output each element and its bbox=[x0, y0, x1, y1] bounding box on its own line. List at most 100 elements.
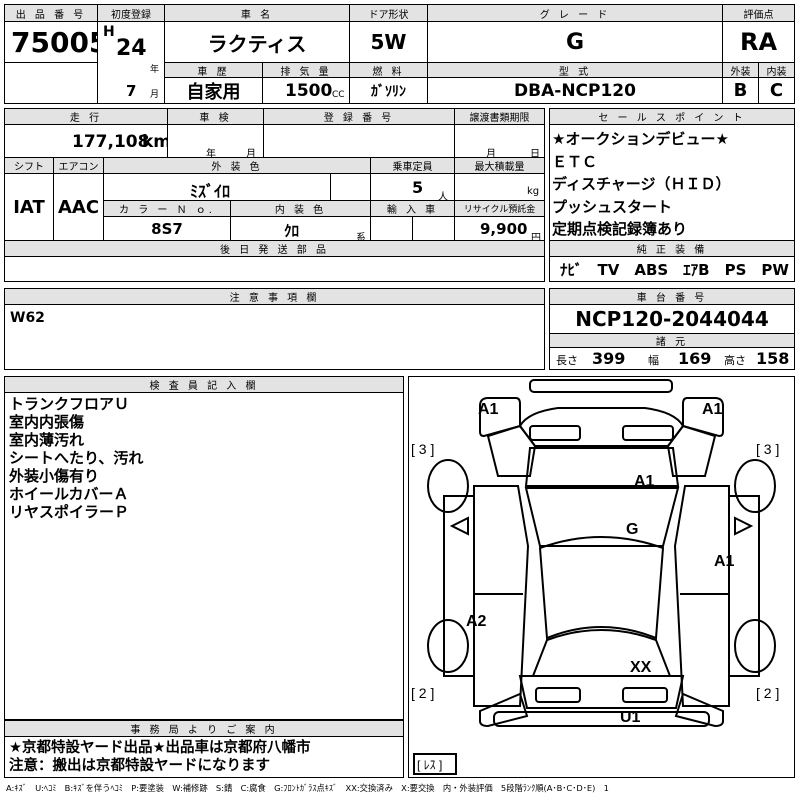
model-value: DBA-NCP120 bbox=[427, 77, 723, 104]
inspector-note: リヤスポイラーＰ bbox=[9, 503, 130, 521]
interior-color-box bbox=[230, 216, 371, 241]
rear-window bbox=[531, 629, 672, 677]
transfer-month-unit: 月 bbox=[486, 149, 496, 160]
office-header: 事 務 局 よ り ご 案 内 bbox=[4, 720, 404, 737]
interior-color-header: 内 装 色 bbox=[230, 200, 371, 217]
damage-diagram-section bbox=[408, 376, 795, 778]
office-note: 注意：搬出は京都特設ヤードになります bbox=[9, 758, 270, 774]
inspector-note: 室内薄汚れ bbox=[9, 431, 85, 449]
tire-depth-rear-left: [ 2 ] bbox=[411, 685, 434, 701]
interior-color-value: ｸﾛ bbox=[284, 222, 300, 240]
score-value: RA bbox=[722, 21, 795, 63]
damage-label-right-door: A1 bbox=[714, 553, 735, 570]
capacity-value: 5 bbox=[412, 178, 424, 197]
spare-tire-label: [ ﾚｽ ] bbox=[417, 758, 442, 772]
max-load-header: 最大積載量 bbox=[454, 157, 545, 174]
office-note: ★京都特設ヤード出品★出品車は京都府八幡市 bbox=[9, 740, 311, 756]
interior-grade-value: C bbox=[758, 77, 795, 104]
history-value: 自家用 bbox=[164, 77, 263, 104]
fuel-header: 燃 料 bbox=[349, 62, 428, 78]
later-parts-header: 後 日 発 送 部 品 bbox=[4, 240, 545, 257]
inspector-notes-list: トランクフロアＵ 室内内張傷 室内薄汚れ シートへたり、汚れ 外装小傷有り ホイ… bbox=[9, 395, 399, 521]
equipment-header: 純 正 装 備 bbox=[549, 240, 795, 257]
exterior-header: 外装 bbox=[722, 62, 759, 78]
history-header: 車 歴 bbox=[164, 62, 263, 78]
mileage-header: 走 行 bbox=[4, 108, 168, 125]
import-header: 輸 入 車 bbox=[370, 200, 455, 217]
office-notes-list: ★京都特設ヤード出品★出品車は京都府八幡市 注意：搬出は京都特設ヤードになります bbox=[9, 739, 401, 775]
damage-label-rear: XX bbox=[630, 659, 652, 676]
color-no-header: カ ラ ー Ｎ ｏ. bbox=[103, 200, 231, 217]
model-header: 型 式 bbox=[427, 62, 723, 78]
year-value: 24 bbox=[116, 36, 147, 61]
left-doors bbox=[473, 485, 530, 707]
inspector-note: トランクフロアＵ bbox=[9, 395, 130, 413]
front-right-lamp bbox=[622, 425, 674, 441]
inspector-note: 外装小傷有り bbox=[9, 467, 100, 485]
shift-value: IAT bbox=[4, 173, 54, 241]
max-load-box bbox=[454, 173, 545, 201]
notes-value: W62 bbox=[10, 310, 45, 326]
front-left-lamp bbox=[529, 425, 581, 441]
tire-depth-rear-right: [ 2 ] bbox=[756, 685, 779, 701]
height-value: 158 bbox=[756, 349, 790, 368]
month-value: 7 bbox=[126, 82, 137, 100]
damage-label-hood: A1 bbox=[634, 473, 655, 490]
tailgate-outline bbox=[518, 675, 685, 709]
hood-outline bbox=[524, 447, 680, 487]
equipment-value: ﾅﾋﾞ TV ABS ｴｱB PS PW bbox=[549, 256, 795, 282]
height-label: 高さ bbox=[724, 354, 746, 367]
length-label: 長さ bbox=[556, 354, 578, 367]
legend-text: A:ｷｽﾞ U:ﾍｺﾐ B:ｷｽﾞを伴うﾍｺﾐ P:要塗装 W:補修跡 S:錆 … bbox=[6, 783, 609, 793]
dimensions-box bbox=[549, 347, 795, 370]
damage-label-left-rear: A2 bbox=[466, 613, 487, 630]
door-value: 5W bbox=[349, 21, 428, 63]
color-value: ﾐｽﾞｲﾛ bbox=[190, 182, 231, 201]
reg-no-box bbox=[263, 124, 455, 158]
inspector-header: 検 査 員 記 入 欄 bbox=[4, 376, 404, 393]
exterior-grade-value: B bbox=[722, 77, 759, 104]
displacement-box bbox=[262, 77, 350, 104]
recycle-box bbox=[454, 216, 545, 241]
tire-rear-right bbox=[734, 619, 776, 673]
front-bumper-outline bbox=[529, 379, 673, 393]
era-value: H bbox=[103, 24, 115, 40]
right-headlight bbox=[666, 424, 717, 477]
length-value: 399 bbox=[592, 349, 626, 368]
tire-front-right bbox=[734, 459, 776, 513]
windshield bbox=[524, 487, 680, 547]
dimensions-header: 諸 元 bbox=[549, 333, 795, 348]
chassis-header: 車 台 番 号 bbox=[549, 288, 795, 305]
rear-left-quarter bbox=[479, 692, 529, 728]
first-reg-header: 初度登録 bbox=[97, 4, 165, 22]
inspector-note: 室内内張傷 bbox=[9, 413, 85, 431]
lot-no-header: 出 品 番 号 bbox=[4, 4, 98, 22]
mileage-box bbox=[4, 124, 168, 158]
grade-value: G bbox=[427, 21, 723, 63]
sales-point-item: プッシュスタート bbox=[552, 197, 673, 216]
displacement-value: 1500 bbox=[285, 81, 333, 101]
sales-point-item: 定期点検記録簿あり bbox=[552, 220, 688, 238]
color-header: 外 装 色 bbox=[103, 157, 371, 174]
displacement-unit: CC bbox=[332, 90, 345, 100]
chassis-value: NCP120-2044044 bbox=[549, 304, 795, 334]
inspection-year-unit: 年 bbox=[206, 149, 216, 160]
right-mirror bbox=[734, 516, 754, 536]
interior-header: 内装 bbox=[758, 62, 795, 78]
mileage-value: 177,108 bbox=[72, 132, 150, 152]
spare-tire-box bbox=[413, 753, 457, 775]
ac-header: エアコン bbox=[53, 157, 104, 174]
reg-no-header: 登 録 番 号 bbox=[263, 108, 455, 125]
grade-header: グ レ ー ド bbox=[427, 4, 723, 22]
car-diagram: A1 A1 A1 G A1 A2 XX U1 [ 3 ] [ 3 ] [ 2 ]… bbox=[411, 379, 779, 775]
lot-no-value: 75005 bbox=[4, 21, 98, 63]
import-divider bbox=[412, 216, 413, 241]
sales-points-list: ★オークションデビュー★ ＥＴＣ ディスチャージ（ＨＩＤ） プッシュスタート 定… bbox=[552, 128, 792, 241]
rear-bumper-outline bbox=[493, 711, 710, 727]
car-name-header: 車 名 bbox=[164, 4, 350, 22]
damage-label-windshield: G bbox=[626, 521, 638, 538]
inspection-month-unit: 月 bbox=[246, 149, 256, 160]
shift-header: シフト bbox=[4, 157, 54, 174]
capacity-unit: 人 bbox=[438, 192, 448, 203]
left-headlight bbox=[486, 424, 537, 477]
